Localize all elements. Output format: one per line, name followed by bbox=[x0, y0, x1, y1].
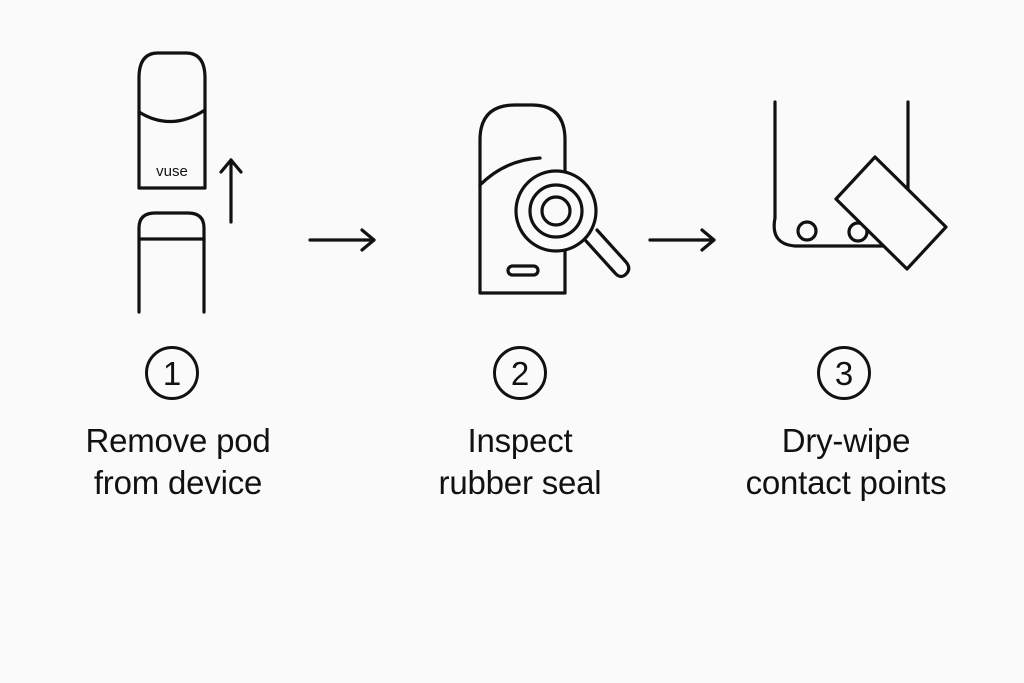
pod-brand-text: vuse bbox=[156, 163, 188, 180]
step-3-label-line1: Dry-wipe bbox=[781, 422, 911, 459]
arrow-right-icon bbox=[648, 228, 716, 252]
vape-pod-icon bbox=[478, 103, 567, 295]
step-1-label-line2: from device bbox=[93, 464, 263, 501]
step-3-label-line2: contact points bbox=[745, 464, 947, 501]
step-2-label: Inspect rubber seal bbox=[360, 420, 680, 504]
device-contacts-icon bbox=[772, 100, 910, 248]
vape-pod-icon: vuse bbox=[137, 51, 207, 190]
step-1-number: 1 bbox=[145, 346, 199, 400]
arrow-up-icon bbox=[219, 158, 243, 224]
device-body-icon bbox=[137, 211, 206, 314]
magnifying-glass-icon bbox=[514, 169, 631, 279]
step-1-label: Remove pod from device bbox=[18, 420, 338, 504]
arrow-right-icon bbox=[308, 228, 376, 252]
step-3-number: 3 bbox=[817, 346, 871, 400]
step-2-label-line1: Inspect bbox=[467, 422, 573, 459]
step-1-label-line1: Remove pod bbox=[85, 422, 271, 459]
seal-slot bbox=[506, 264, 540, 277]
step-2-number: 2 bbox=[493, 346, 547, 400]
step-2-label-line2: rubber seal bbox=[438, 464, 602, 501]
step-3-label: Dry-wipe contact points bbox=[686, 420, 1006, 504]
wipe-cloth-icon bbox=[834, 155, 948, 271]
